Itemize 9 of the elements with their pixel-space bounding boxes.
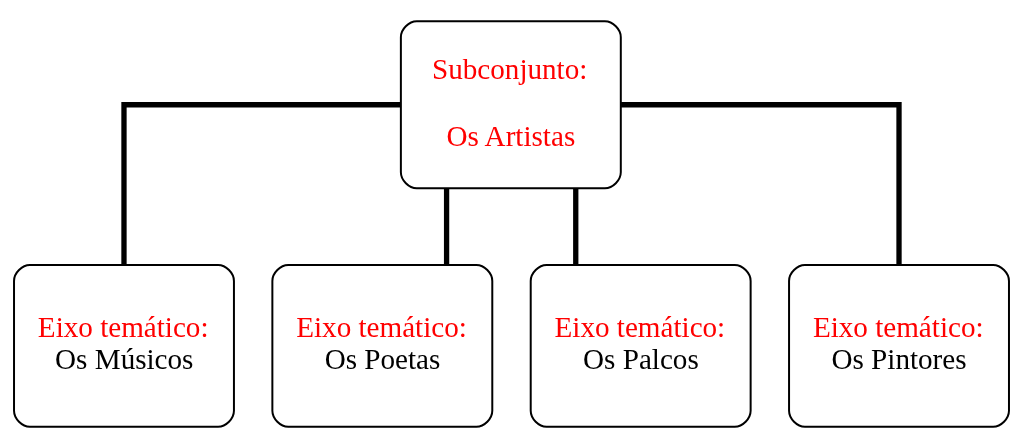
node-box: Eixo temático: Os Pintores	[788, 263, 1010, 428]
node-box: Subconjunto: Os Artistas	[399, 19, 622, 189]
connector	[121, 101, 401, 265]
connector	[621, 101, 902, 265]
connector	[573, 187, 579, 265]
node-box: Eixo temático: Os Palcos	[529, 263, 752, 428]
node-box: Eixo temático: Os Poetas	[271, 263, 494, 428]
connector	[443, 187, 450, 265]
node-box: Eixo temático: Os Músicos	[13, 263, 235, 428]
